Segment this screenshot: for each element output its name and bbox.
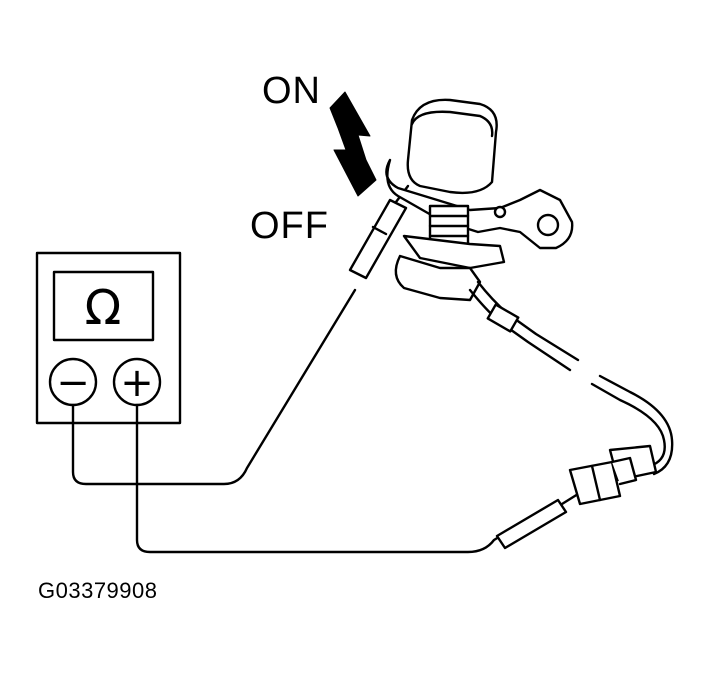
probe-lower [495, 498, 568, 550]
off-label: OFF [250, 205, 329, 247]
mounting-bracket [385, 158, 574, 250]
switch-lower-tab [394, 254, 482, 302]
harness-wire [468, 288, 572, 372]
switch-cap-top [410, 110, 494, 138]
harness-wire-continued [590, 382, 666, 468]
probe-upper [348, 198, 408, 280]
meter-display [52, 270, 155, 342]
negative-lead [71, 288, 357, 486]
figure-code: G03379908 [38, 578, 158, 603]
bracket-hole-small [493, 205, 507, 219]
switch-assembly [385, 98, 574, 302]
wire-harness [468, 280, 674, 476]
double-arrow-icon [329, 91, 377, 197]
on-label: ON [262, 70, 321, 112]
connector-seam [590, 464, 602, 502]
wire-clip [486, 303, 520, 333]
probe-upper-band [371, 225, 388, 236]
positive-terminal-symbol: + [120, 360, 154, 406]
negative-terminal-symbol: − [56, 360, 90, 406]
positive-lead [135, 403, 509, 554]
switch-body [402, 234, 506, 270]
harness-wire-continued-2 [598, 374, 674, 476]
test-leads [71, 184, 580, 554]
ohm-symbol: Ω [85, 280, 122, 336]
on-off-arrow [329, 91, 377, 197]
probe-lower-tip [560, 492, 580, 506]
connector-latch [610, 456, 638, 486]
bracket-hole [536, 213, 560, 237]
ohmmeter: Ω − + [35, 251, 182, 425]
connector [568, 444, 658, 506]
